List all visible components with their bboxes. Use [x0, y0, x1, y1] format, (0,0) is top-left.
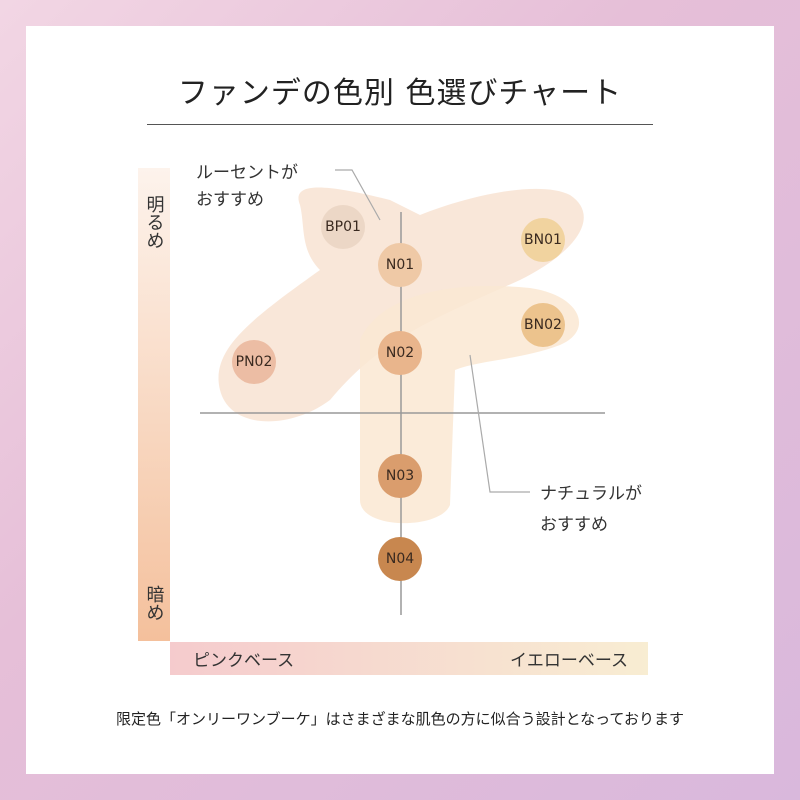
shade-label-bp01: BP01: [325, 219, 361, 235]
natural-callout-line: [469, 354, 530, 493]
shade-dot-n04: [378, 537, 422, 581]
shade-dot-bp01: [321, 205, 365, 249]
shade-dot-pn02: [232, 340, 276, 384]
shade-label-pn02: PN02: [236, 354, 273, 370]
shade-dot-n02: [378, 331, 422, 375]
shade-label-bn02: BN02: [524, 317, 562, 333]
undertone-axis-bar: [170, 642, 648, 675]
lucent-callout-line1: ルーセントが: [196, 163, 298, 183]
axis-pink-label: ピンクベース: [193, 651, 294, 671]
shade-dot-n01: [378, 243, 422, 287]
axis-yellow-label: イエローベース: [510, 651, 628, 671]
shade-label-n01: N01: [386, 257, 414, 273]
lucent-callout-line: [335, 169, 381, 221]
shade-label-n02: N02: [386, 345, 414, 361]
lucent-callout-line2: おすすめ: [196, 190, 264, 210]
shade-dot-bn02: [521, 303, 565, 347]
shade-label-n04: N04: [386, 551, 414, 567]
page-title: ファンデの色別 色選びチャート: [177, 76, 623, 111]
axis-dark-label: 暗め: [144, 585, 165, 621]
natural-callout-line2: おすすめ: [540, 515, 608, 535]
footnote: 限定色「オンリーワンブーケ」はさまざまな肌色の方に似合う設計となっております: [116, 710, 684, 728]
axis-bright-label: 明るめ: [144, 195, 165, 249]
natural-callout-line1: ナチュラルが: [540, 484, 642, 504]
shade-dot-n03: [378, 454, 422, 498]
shade-label-n03: N03: [386, 468, 414, 484]
brightness-axis-bar: [138, 168, 170, 641]
shade-label-bn01: BN01: [524, 232, 562, 248]
shade-dot-bn01: [521, 218, 565, 262]
title-divider: [147, 124, 653, 125]
